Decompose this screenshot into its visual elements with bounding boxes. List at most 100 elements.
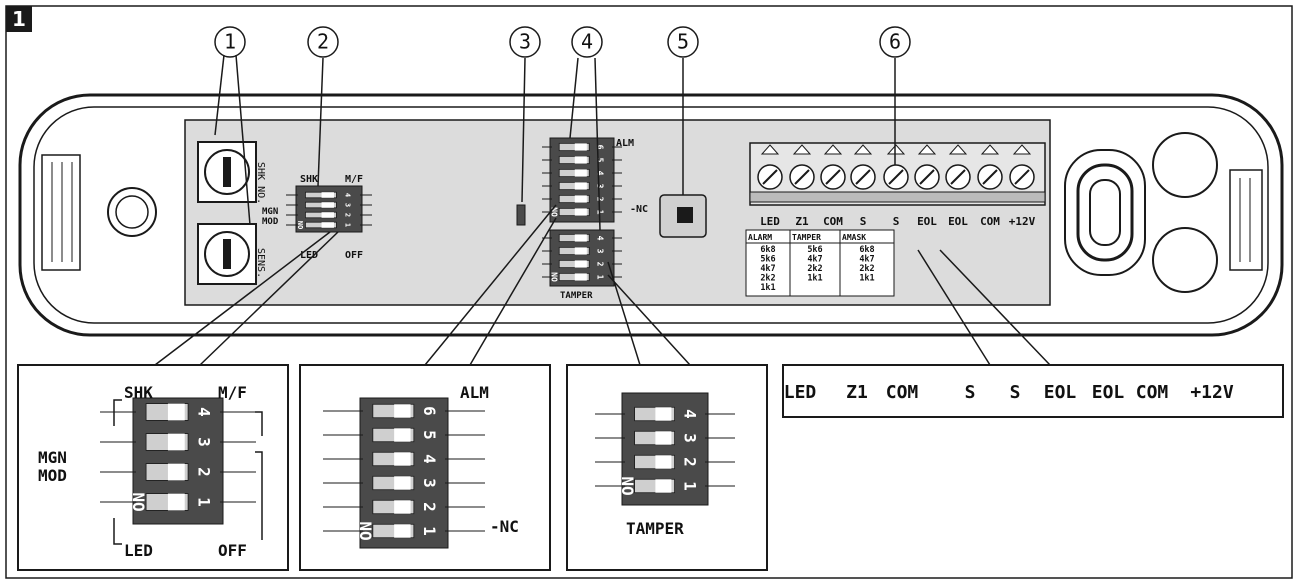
zoom-terminal-label-1: LED (784, 382, 817, 403)
board-tamper-number-2: 2 (596, 262, 605, 267)
board-alm-number-2: 2 (596, 197, 605, 202)
board-config-number-1: 1 (344, 223, 352, 227)
callout-circle-5 (667, 26, 699, 58)
board-alm-switch-4[interactable] (558, 168, 590, 178)
zoom-terminal-label-4: S (965, 382, 976, 403)
zoom-nc-label: -NC (490, 517, 519, 536)
callout-number-5: 5 (677, 30, 689, 54)
callout-number-3: 3 (519, 30, 531, 54)
zoom-terminal-label-5: S (1010, 382, 1021, 403)
eol-cell: 1k1 (859, 274, 874, 284)
eol-cell: 4k7 (760, 264, 775, 274)
board-tamper-label: TAMPER (560, 291, 593, 301)
zoom-terminal-label-8: COM (1136, 382, 1169, 403)
callout-number-1: 1 (224, 30, 236, 54)
board-config-switch-3[interactable] (305, 201, 337, 209)
eol-cell: 4k7 (859, 255, 874, 265)
zoom-alm-label: ALM (460, 383, 489, 402)
right-clip (1229, 169, 1263, 271)
board-tamper-switch-2[interactable] (558, 259, 590, 269)
eol-header-tamper: TAMPER (792, 233, 821, 242)
board-alm-switch-5[interactable] (558, 155, 590, 165)
board-tamper-on-label: ON (551, 272, 560, 282)
zoom-terminal-label-3: COM (886, 382, 919, 403)
board-mf-label: M/F (345, 174, 363, 185)
callout-circle-2 (307, 26, 339, 58)
board-tamper-switch-1[interactable] (558, 272, 590, 282)
zoom-terminal-label-7: EOL (1092, 382, 1125, 403)
zoom-tamper-number-3: 3 (681, 433, 700, 443)
callout-circle-4 (571, 26, 603, 58)
board-config-number-3: 3 (344, 203, 352, 207)
zoom-config-number-3: 3 (195, 437, 214, 447)
board-tamper-switch-4[interactable] (558, 233, 590, 243)
zoom-tamper-number-1: 1 (681, 481, 700, 491)
board-alm-switch-1[interactable] (558, 207, 590, 217)
figure-frame (5, 5, 1293, 579)
terminal-label-9: +12V (1009, 215, 1036, 228)
board-tamper-number-1: 1 (596, 275, 605, 280)
zoom-config-number-2: 2 (195, 467, 214, 477)
mounting-hole-right-bottom (1152, 227, 1218, 293)
board-alm-switch-3[interactable] (558, 181, 590, 191)
board-alm-number-6: 6 (596, 145, 605, 150)
zoom-alm-number-1: 1 (420, 526, 439, 536)
board-tamper-switch-3[interactable] (558, 246, 590, 256)
board-mod-label: MOD (262, 217, 279, 227)
terminal-label-8: COM (980, 215, 1000, 228)
eol-cell: 1k1 (760, 283, 775, 293)
zoom-terminal-label-2: Z1 (846, 382, 868, 403)
board-shk-label: SHK (300, 174, 318, 185)
zoom-tamper-number-4: 4 (681, 409, 700, 419)
potentiometers: SHK NO. SENS. (197, 141, 266, 285)
eol-cell: 2k2 (859, 264, 874, 274)
zoom-led-label: LED (124, 541, 153, 560)
terminal-label-6: EOL (917, 215, 937, 228)
left-clip (41, 154, 81, 271)
zoom-alm-number-5: 5 (420, 430, 439, 440)
zoom-config-number-1: 1 (195, 497, 214, 507)
callout-circle-1 (214, 26, 246, 58)
board-config-switch-2[interactable] (305, 211, 337, 219)
eol-cell: 5k6 (760, 255, 775, 265)
eol-header-amask: AMASK (842, 233, 866, 242)
terminal-label-3: COM (823, 215, 843, 228)
board-alm-switch-2[interactable] (558, 194, 590, 204)
board-alm-number-4: 4 (596, 171, 605, 176)
sens-label: SENS. (255, 248, 266, 278)
zoom-mgn-label: MGN (38, 448, 67, 467)
board-alm-switch-6[interactable] (558, 142, 590, 152)
board-mgn-label: MGN (262, 207, 278, 217)
led-indicator (516, 204, 526, 226)
eol-cell: 6k8 (760, 245, 775, 255)
shk-no-label: SHK NO. (255, 162, 266, 204)
zoom-terminal-label-9: +12V (1190, 382, 1234, 403)
board-config-switch-1[interactable] (305, 221, 337, 229)
leader-lines (154, 54, 1051, 366)
board-config-switch-4[interactable] (305, 191, 337, 199)
eol-cell: 5k6 (807, 245, 822, 255)
callout-circle-3 (509, 26, 541, 58)
zoom-mod-label: MOD (38, 466, 67, 485)
eol-cell: 2k2 (760, 274, 775, 284)
eol-table: ALARM TAMPER AMASK 6k85k64k72k21k15k64k7… (745, 229, 895, 297)
eol-cell: 2k2 (807, 264, 822, 274)
eol-header-alarm: ALARM (748, 233, 772, 242)
detector-housing (18, 93, 1284, 337)
board-led-label: LED (300, 250, 318, 261)
zoom-shk-label: SHK (124, 383, 153, 402)
zoom-off-label: OFF (218, 541, 247, 560)
zoom-tamper-label: TAMPER (626, 519, 684, 538)
terminal-label-2: Z1 (795, 215, 809, 228)
eol-cell: 4k7 (807, 255, 822, 265)
terminal-label-1: LED (760, 215, 780, 228)
terminal-label-5: S (893, 215, 900, 228)
